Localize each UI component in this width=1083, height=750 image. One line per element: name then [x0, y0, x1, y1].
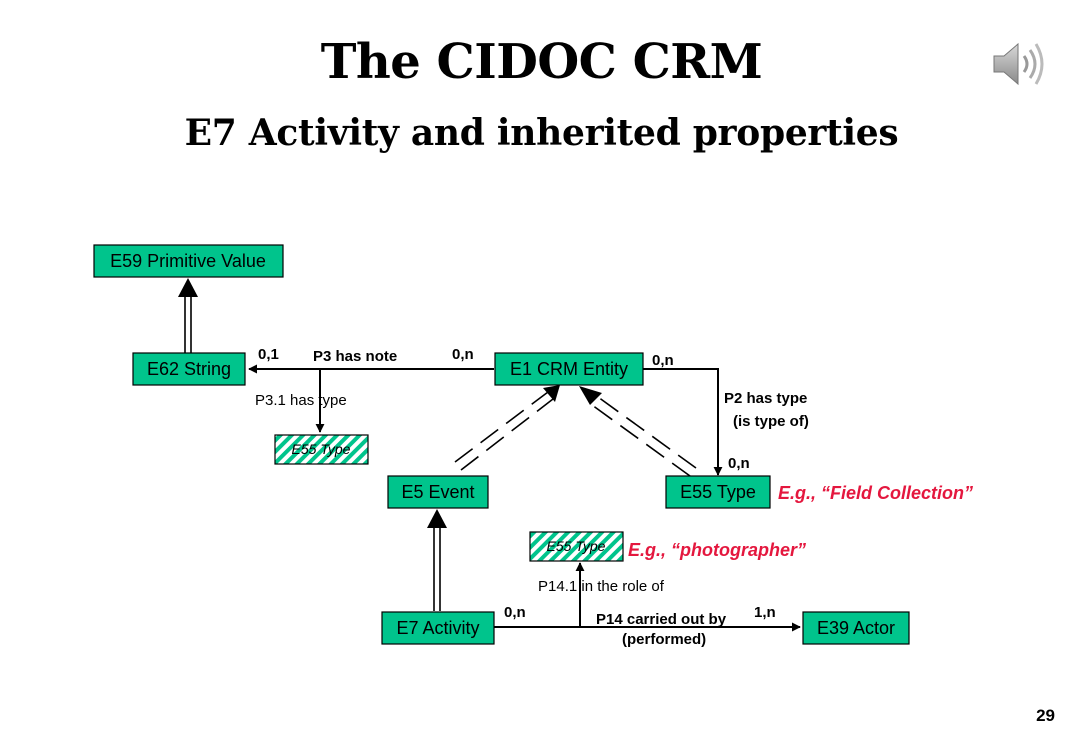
p3-cardinality-left: 0,1	[258, 346, 279, 363]
svg-text:E55 Type: E55 Type	[292, 441, 351, 457]
node-e62-string[interactable]: E62 String	[132, 352, 246, 386]
svg-text:E59 Primitive Value: E59 Primitive Value	[110, 251, 266, 271]
node-e5-event[interactable]: E5 Event	[387, 475, 489, 509]
svg-text:E55 Type: E55 Type	[547, 538, 606, 554]
p3-cardinality-right: 0,n	[452, 346, 474, 363]
page-number: 29	[1036, 706, 1055, 725]
p2-label: P2 has type	[724, 390, 807, 407]
svg-text:E1 CRM Entity: E1 CRM Entity	[510, 359, 628, 379]
p3-1-label: P3.1 has type	[255, 392, 347, 409]
isa-e62-e59	[178, 278, 198, 353]
svg-text:E62 String: E62 String	[147, 359, 231, 379]
slide-subtitle: E7 Activity and inherited properties	[184, 112, 899, 154]
node-e39-actor[interactable]: E39 Actor	[802, 611, 910, 645]
node-e55-type[interactable]: E55 Type	[665, 475, 771, 509]
p14-cardinality-right: 1,n	[754, 604, 776, 621]
slide-title: The CIDOC CRM	[320, 34, 763, 90]
p2-inverse-label: (is type of)	[733, 413, 809, 430]
isa-e7-e5	[427, 509, 447, 611]
p14-carried-out-by-edge	[494, 562, 801, 632]
p2-cardinality-bottom: 0,n	[728, 455, 750, 472]
svg-text:E39 Actor: E39 Actor	[817, 618, 895, 638]
p14-cardinality-left: 0,n	[504, 604, 526, 621]
p3-label: P3 has note	[313, 348, 397, 365]
node-e55-type-note[interactable]: E55 Type	[274, 434, 369, 465]
svg-text:E5 Event: E5 Event	[401, 482, 474, 502]
p14-inverse-label: (performed)	[622, 631, 706, 648]
example-photographer: E.g., “photographer”	[628, 540, 806, 560]
p2-cardinality-top: 0,n	[652, 352, 674, 369]
node-e1-crm-entity[interactable]: E1 CRM Entity	[494, 352, 644, 386]
node-e55-type-role[interactable]: E55 Type	[529, 531, 624, 562]
svg-text:E55 Type: E55 Type	[680, 482, 756, 502]
isa-e55-e1	[579, 386, 697, 477]
isa-e5-e1	[454, 385, 560, 471]
node-e59-primitive-value[interactable]: E59 Primitive Value	[93, 244, 284, 278]
p14-1-label: P14.1 in the role of	[538, 578, 665, 595]
p3-has-note-edge	[248, 364, 494, 433]
example-field-collection: E.g., “Field Collection”	[778, 483, 973, 503]
p2-has-type-edge	[643, 368, 723, 476]
speaker-icon[interactable]	[990, 38, 1046, 90]
node-e7-activity[interactable]: E7 Activity	[381, 611, 495, 645]
p14-label: P14 carried out by	[596, 611, 727, 628]
svg-text:E7 Activity: E7 Activity	[396, 618, 479, 638]
